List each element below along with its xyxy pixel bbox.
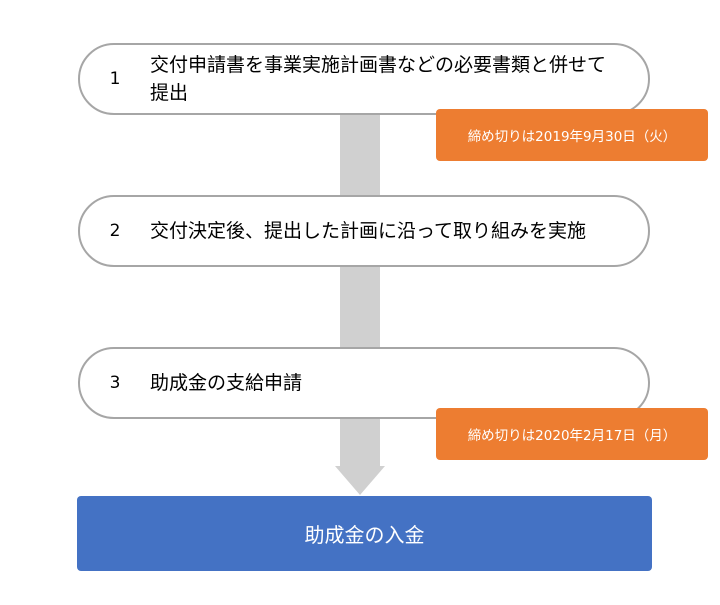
step-text: 助成金の支給申請 (150, 372, 303, 394)
step-1: 1 交付申請書を事業実施計画書などの必要書類と併せて提出 (78, 43, 650, 115)
step-number: 2 (109, 221, 121, 241)
step-3: 3 助成金の支給申請 (78, 347, 650, 419)
final-step-payment: 助成金の入金 (77, 496, 652, 571)
step-number: 1 (109, 69, 121, 89)
step-text: 交付決定後、提出した計画に沿って取り組みを実施 (150, 220, 587, 242)
step-text: 交付申請書を事業実施計画書などの必要書類と併せて提出 (150, 54, 607, 104)
deadline-badge-1: 締め切りは2019年9月30日（火） (436, 109, 708, 161)
step-number: 3 (109, 373, 121, 393)
arrow-down-icon (335, 466, 385, 495)
deadline-badge-2: 締め切りは2020年2月17日（月） (436, 408, 708, 460)
step-2: 2 交付決定後、提出した計画に沿って取り組みを実施 (78, 195, 650, 267)
